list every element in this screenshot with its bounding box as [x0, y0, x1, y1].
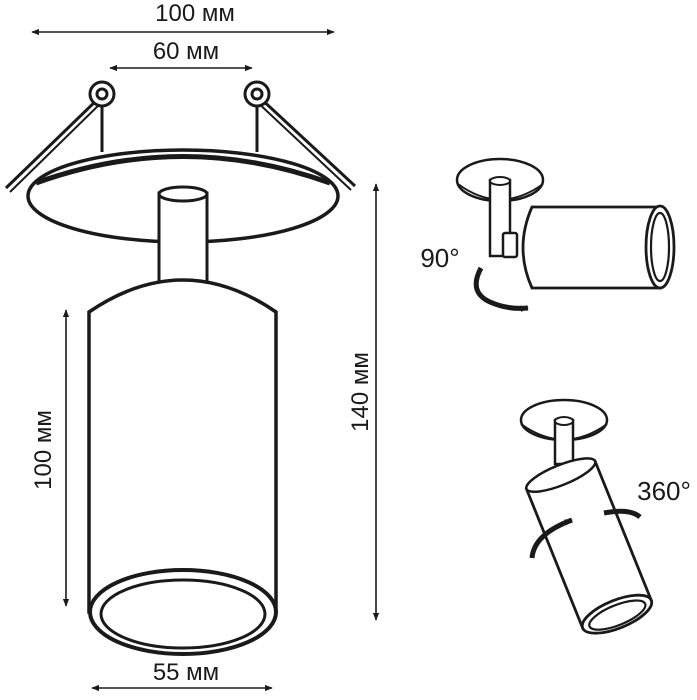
mounting-stem: [157, 191, 209, 285]
spring-clip-right: [243, 80, 357, 191]
swivel-rotation-arrow-back: [603, 508, 642, 519]
tilt-cylinder: [521, 205, 662, 290]
label-top-width: 100 мм: [155, 0, 235, 27]
mounting-ring-edge: [35, 154, 331, 186]
cylinder-body: [87, 278, 278, 614]
tilt-rotation-arrow: [473, 266, 529, 312]
tilt-pivot: [501, 231, 519, 259]
swivel-rotation-arrow: [529, 517, 573, 559]
label-cutout: 60 мм: [153, 38, 219, 65]
label-diameter: 55 мм: [153, 659, 219, 686]
swivel-view: [519, 398, 654, 635]
spring-clip-left: [4, 80, 116, 193]
label-swivel: 360°: [637, 476, 691, 506]
swivel-stem: [553, 418, 575, 466]
label-height: 140 мм: [347, 352, 374, 432]
label-body-length: 100 мм: [30, 410, 57, 490]
tilt-view: [455, 157, 676, 312]
cylinder-opening-inner: [99, 578, 267, 650]
main-luminaire: [4, 80, 357, 656]
label-tilt: 90°: [420, 243, 459, 273]
dimension-lines: [31, 28, 380, 692]
